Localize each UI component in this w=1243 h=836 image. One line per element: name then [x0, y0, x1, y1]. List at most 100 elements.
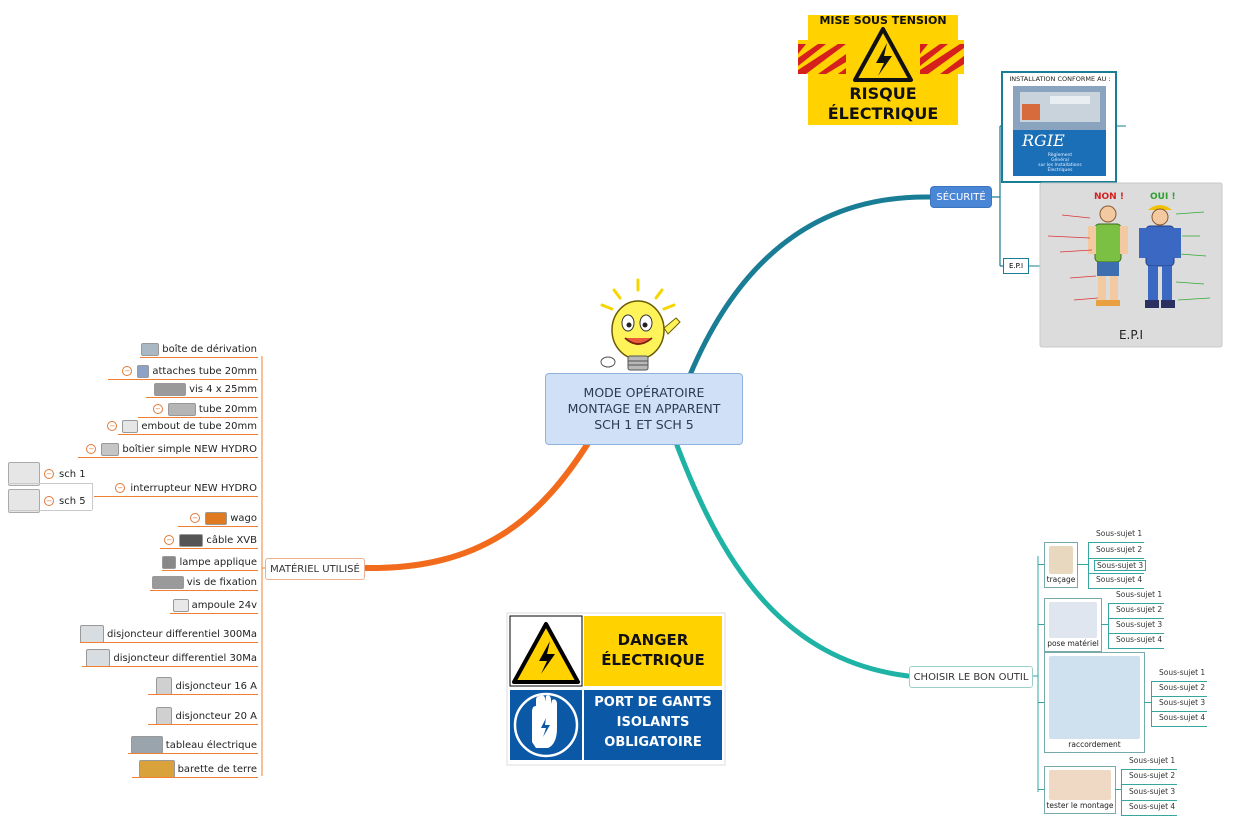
- tool-subtopic[interactable]: Sous-sujet 4: [1116, 635, 1163, 644]
- breaker-icon: [156, 707, 173, 725]
- tool-group-card[interactable]: traçage: [1044, 542, 1078, 588]
- outils-branch-stub: [1038, 564, 1044, 565]
- tool-subs-connector: [1088, 542, 1089, 588]
- materiel-item-underline: [162, 570, 258, 571]
- hazard-stripes-right: [920, 40, 964, 74]
- materiel-item[interactable]: −tube 20mm: [152, 400, 257, 418]
- topic-securite[interactable]: SÉCURITÉ: [930, 186, 992, 208]
- materiel-item[interactable]: −attaches tube 20mm: [122, 362, 257, 380]
- materiel-item[interactable]: disjoncteur differentiel 300Ma: [80, 625, 257, 643]
- collapse-toggle-icon[interactable]: −: [86, 444, 97, 454]
- branch-materiel: [362, 437, 593, 572]
- tool-subtopic[interactable]: Sous-sujet 1: [1129, 756, 1176, 765]
- materiel-item[interactable]: disjoncteur differentiel 30Ma: [86, 649, 257, 667]
- breaker-icon: [156, 677, 173, 695]
- gants-line1: PORT DE GANTS: [594, 695, 712, 710]
- tool-subtopic[interactable]: Sous-sujet 4: [1129, 802, 1176, 811]
- lightbulb-mascot-icon: [600, 278, 681, 371]
- tool-subtopic[interactable]: Sous-sujet 3: [1116, 620, 1163, 629]
- tool-subtopic-underline: [1151, 711, 1207, 712]
- tool-group-card[interactable]: tester le montage: [1044, 766, 1116, 814]
- topic-securite-label: SÉCURITÉ: [936, 191, 986, 203]
- collapse-toggle-icon[interactable]: −: [115, 483, 126, 493]
- tool-subtopic-underline: [1108, 648, 1164, 649]
- collapse-toggle-icon[interactable]: −: [190, 513, 201, 523]
- materiel-item[interactable]: ampoule 24v: [172, 596, 257, 614]
- tool-subtopic[interactable]: Sous-sujet 4: [1096, 575, 1143, 584]
- materiel-item[interactable]: −embout de tube 20mm: [107, 417, 257, 435]
- tool-subtopic[interactable]: Sous-sujet 2: [1129, 771, 1176, 780]
- tool-subtopic[interactable]: Sous-sujet 2: [1096, 545, 1143, 554]
- tool-subtopic[interactable]: Sous-sujet 3: [1129, 787, 1176, 796]
- rgie-logo: RGIE: [1022, 131, 1065, 150]
- tool-subtopic[interactable]: Sous-sujet 4: [1159, 713, 1206, 722]
- materiel-item-label: boîtier simple NEW HYDRO: [122, 443, 257, 455]
- topic-outils[interactable]: CHOISIR LE BON OUTIL: [909, 666, 1033, 688]
- materiel-item[interactable]: vis de fixation: [151, 573, 257, 591]
- tool-subtopic[interactable]: Sous-sujet 3: [1094, 560, 1147, 571]
- tube-end-icon: [122, 419, 139, 433]
- materiel-item-label: disjoncteur differentiel 300Ma: [107, 628, 257, 640]
- tool-subtopic-underline: [1088, 542, 1144, 543]
- branch-outils: [672, 437, 911, 679]
- switch-thumbnail-icon: [8, 462, 40, 486]
- materiel-item[interactable]: −interrupteur NEW HYDRO: [115, 479, 257, 497]
- tool-group-card[interactable]: raccordement: [1044, 652, 1145, 753]
- collapse-toggle-icon[interactable]: −: [107, 421, 118, 431]
- topic-materiel[interactable]: MATÉRIEL UTILISÉ: [265, 558, 365, 580]
- materiel-item[interactable]: − câble XVB: [164, 531, 257, 549]
- switch-schema-item[interactable]: −sch 1: [44, 465, 86, 483]
- cable-icon: [179, 533, 204, 547]
- tool-card-connector: [1144, 701, 1151, 703]
- materiel-item[interactable]: barette de terre: [138, 760, 257, 778]
- materiel-item-underline: [160, 548, 258, 549]
- central-topic[interactable]: MODE OPÉRATOIRE MONTAGE EN APPARENT SCH …: [545, 373, 743, 445]
- switch-thumbnail-icon: [8, 489, 40, 513]
- materiel-item-label: barette de terre: [177, 763, 257, 775]
- materiel-item[interactable]: boîte de dérivation: [141, 340, 257, 358]
- topic-epi-label: E.P.I: [1008, 262, 1024, 270]
- rgie-header: INSTALLATION CONFORME AU :: [1009, 75, 1111, 83]
- tool-subtopic[interactable]: Sous-sujet 1: [1116, 590, 1163, 599]
- tool-subtopic-underline: [1108, 618, 1164, 619]
- collapse-toggle-icon[interactable]: −: [122, 366, 133, 376]
- switch-schema-item[interactable]: −sch 5: [44, 492, 86, 510]
- tool-subtopic[interactable]: Sous-sujet 3: [1159, 698, 1206, 707]
- materiel-item-underline: [80, 642, 258, 643]
- tool-group-card[interactable]: pose matériel: [1044, 598, 1102, 652]
- materiel-item[interactable]: − boîtier simple NEW HYDRO: [86, 440, 257, 458]
- materiel-item-label: câble XVB: [206, 534, 257, 546]
- gants-line3: OBLIGATOIRE: [604, 735, 702, 750]
- sign-mise-sous-tension: [798, 15, 964, 125]
- tool-subtopic[interactable]: Sous-sujet 2: [1159, 683, 1206, 692]
- branch-securite: [687, 194, 933, 378]
- materiel-item[interactable]: lampe applique: [162, 553, 257, 571]
- tool-subtopic-underline: [1088, 588, 1144, 589]
- rgie-card: [1001, 71, 1117, 183]
- materiel-item-underline: [132, 777, 258, 778]
- materiel-item-underline: [146, 397, 258, 398]
- sign-top-line1: MISE SOUS TENSION: [819, 14, 947, 27]
- materiel-item[interactable]: disjoncteur 16 A: [156, 677, 257, 695]
- outils-branch-stub: [1038, 624, 1044, 625]
- outils-branch-stub: [1038, 701, 1044, 703]
- gants-line2: ISOLANTS: [616, 715, 690, 730]
- tool-subtopic[interactable]: Sous-sujet 2: [1116, 605, 1163, 614]
- materiel-item[interactable]: disjoncteur 20 A: [156, 707, 257, 725]
- topic-epi[interactable]: E.P.I: [1003, 258, 1029, 274]
- collapse-toggle-icon[interactable]: −: [44, 469, 54, 479]
- collapse-toggle-icon[interactable]: −: [152, 404, 163, 414]
- tool-illustration-icon: [1049, 656, 1140, 739]
- collapse-toggle-icon[interactable]: −: [44, 496, 54, 506]
- outils-branch-stub: [1038, 789, 1044, 790]
- tool-subtopic-underline: [1108, 603, 1164, 604]
- materiel-item-underline: [78, 457, 258, 458]
- tool-subtopic[interactable]: Sous-sujet 1: [1159, 668, 1206, 677]
- tool-subtopic[interactable]: Sous-sujet 1: [1096, 529, 1143, 538]
- materiel-item[interactable]: −wago: [190, 509, 257, 527]
- collapse-toggle-icon[interactable]: −: [164, 535, 175, 545]
- materiel-item[interactable]: tableau électrique: [130, 736, 257, 754]
- switch-schema-underline: [8, 510, 92, 511]
- materiel-item[interactable]: vis 4 x 25mm: [154, 380, 257, 398]
- tool-card-connector: [1077, 564, 1088, 565]
